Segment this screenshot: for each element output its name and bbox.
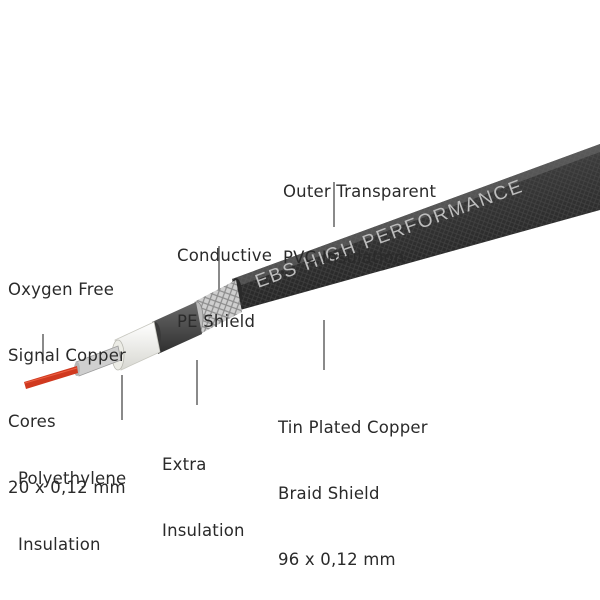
label-line: 96 x 0,12 mm <box>278 550 396 569</box>
label-line: 20 x 0,12 mm <box>8 478 126 497</box>
label-line: Insulation <box>18 535 101 554</box>
label-line: Cores <box>8 412 56 431</box>
label-line: Outer Transparent <box>283 182 437 201</box>
leader-extra <box>196 360 198 405</box>
label-line: Polyethylene <box>18 469 127 488</box>
label-line: Tin Plated Copper <box>278 418 428 437</box>
leader-oxygen <box>42 334 44 364</box>
copper-core <box>24 366 78 389</box>
label-braid-shield: Tin Plated Copper Braid Shield 96 x 0,12… <box>278 373 428 593</box>
label-pe-shield: Conductive PE Shield <box>177 201 272 355</box>
label-line: Braid Shield <box>278 484 380 503</box>
label-line: Conductive <box>177 246 273 265</box>
label-polyethylene: Polyethylene Insulation <box>18 424 126 578</box>
label-copper-cores: Oxygen Free Signal Copper Cores 20 x 0,1… <box>8 235 126 521</box>
leader-outer <box>333 182 335 227</box>
label-line: Oxygen Free <box>8 280 115 299</box>
leader-tin <box>323 320 325 370</box>
label-line: Insulation <box>162 521 245 540</box>
label-line: PE Shield <box>177 312 256 331</box>
leader-pe <box>218 246 220 290</box>
leader-poly <box>121 375 123 420</box>
label-outer-insulation: Outer Transparent PVC Insulation <box>283 137 436 291</box>
label-line: Extra <box>162 455 207 474</box>
label-extra-insulation: Extra Insulation <box>162 410 245 564</box>
label-line: Signal Copper <box>8 346 127 365</box>
label-line: PVC Insulation <box>283 248 405 267</box>
outer-jacket <box>230 144 600 310</box>
